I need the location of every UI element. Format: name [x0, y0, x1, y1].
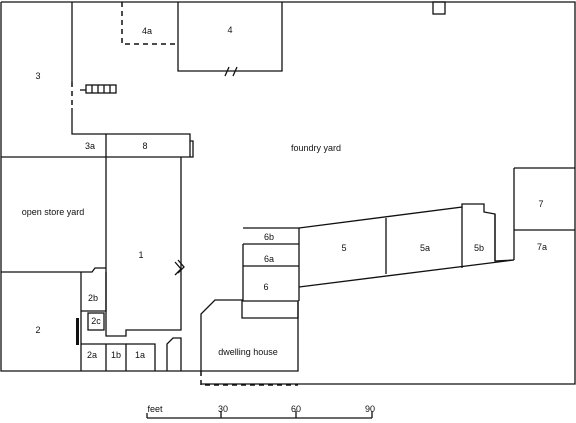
- scale-bar: feet 30 60 90: [146, 404, 375, 419]
- building-2c-outline: [87, 312, 105, 331]
- building-5-dividers: [385, 207, 496, 274]
- scale-bar-line: [146, 411, 373, 419]
- room-label-6a: 6a: [264, 254, 274, 264]
- room-label-2c: 2c: [91, 316, 101, 326]
- stair-treads: [91, 85, 111, 93]
- room-label-5: 5: [341, 243, 346, 253]
- room-label-1b: 1b: [111, 350, 121, 360]
- building-1-door-mark: [174, 259, 185, 276]
- area-label-dwelling-house: dwelling house: [218, 347, 278, 357]
- room-label-2a: 2a: [87, 350, 97, 360]
- room-label-6b: 6b: [264, 232, 274, 242]
- room-label-4a: 4a: [142, 26, 152, 36]
- scale-bar-tick-60: 60: [291, 404, 301, 414]
- room-label-2: 2: [35, 325, 40, 335]
- room-label-5b: 5b: [474, 243, 484, 253]
- scale-bar-unit: feet: [147, 404, 163, 414]
- room-label-3a: 3a: [85, 141, 95, 151]
- open-store-yard-outline: [1, 157, 107, 273]
- room-label-3: 3: [35, 71, 40, 81]
- room-label-6: 6: [263, 282, 268, 292]
- building-2b-outline: [81, 272, 107, 312]
- building-4a-dashed-wall: [121, 2, 178, 45]
- building-4-outline: [177, 2, 283, 72]
- building-7-outline: [513, 167, 575, 260]
- room-label-7: 7: [538, 199, 543, 209]
- building-2-outline: [80, 272, 106, 371]
- building-5-outline: [298, 203, 515, 288]
- building-1-outline: [105, 157, 182, 337]
- room-label-2b: 2b: [88, 293, 98, 303]
- room-label-8: 8: [142, 141, 147, 151]
- area-label-open-store-yard: open store yard: [22, 207, 85, 217]
- scale-bar-tick-30: 30: [218, 404, 228, 414]
- room-label-7a: 7a: [537, 242, 547, 252]
- dwelling-house-outline: [200, 244, 299, 371]
- small-structure-top: [432, 1, 446, 15]
- room-label-5a: 5a: [420, 243, 430, 253]
- room-label-4: 4: [227, 25, 232, 35]
- dwelling-house-right: [201, 301, 299, 372]
- building-8-outline: [1, 133, 194, 158]
- room-label-1a: 1a: [135, 350, 145, 360]
- site-boundary: [0, 1, 576, 385]
- dwelling-house-dashed-wall: [200, 371, 298, 386]
- area-label-foundry-yard: foundry yard: [291, 143, 341, 153]
- scale-bar-tick-90: 90: [365, 404, 375, 414]
- stair-block: [85, 84, 117, 94]
- wall-block-left: [76, 318, 79, 345]
- building-1-annex: [166, 337, 182, 371]
- building-1a-outline: [126, 343, 156, 371]
- building-3-outline: [71, 2, 106, 135]
- room-label-1: 1: [138, 250, 143, 260]
- building-4-door-mark: [224, 66, 238, 77]
